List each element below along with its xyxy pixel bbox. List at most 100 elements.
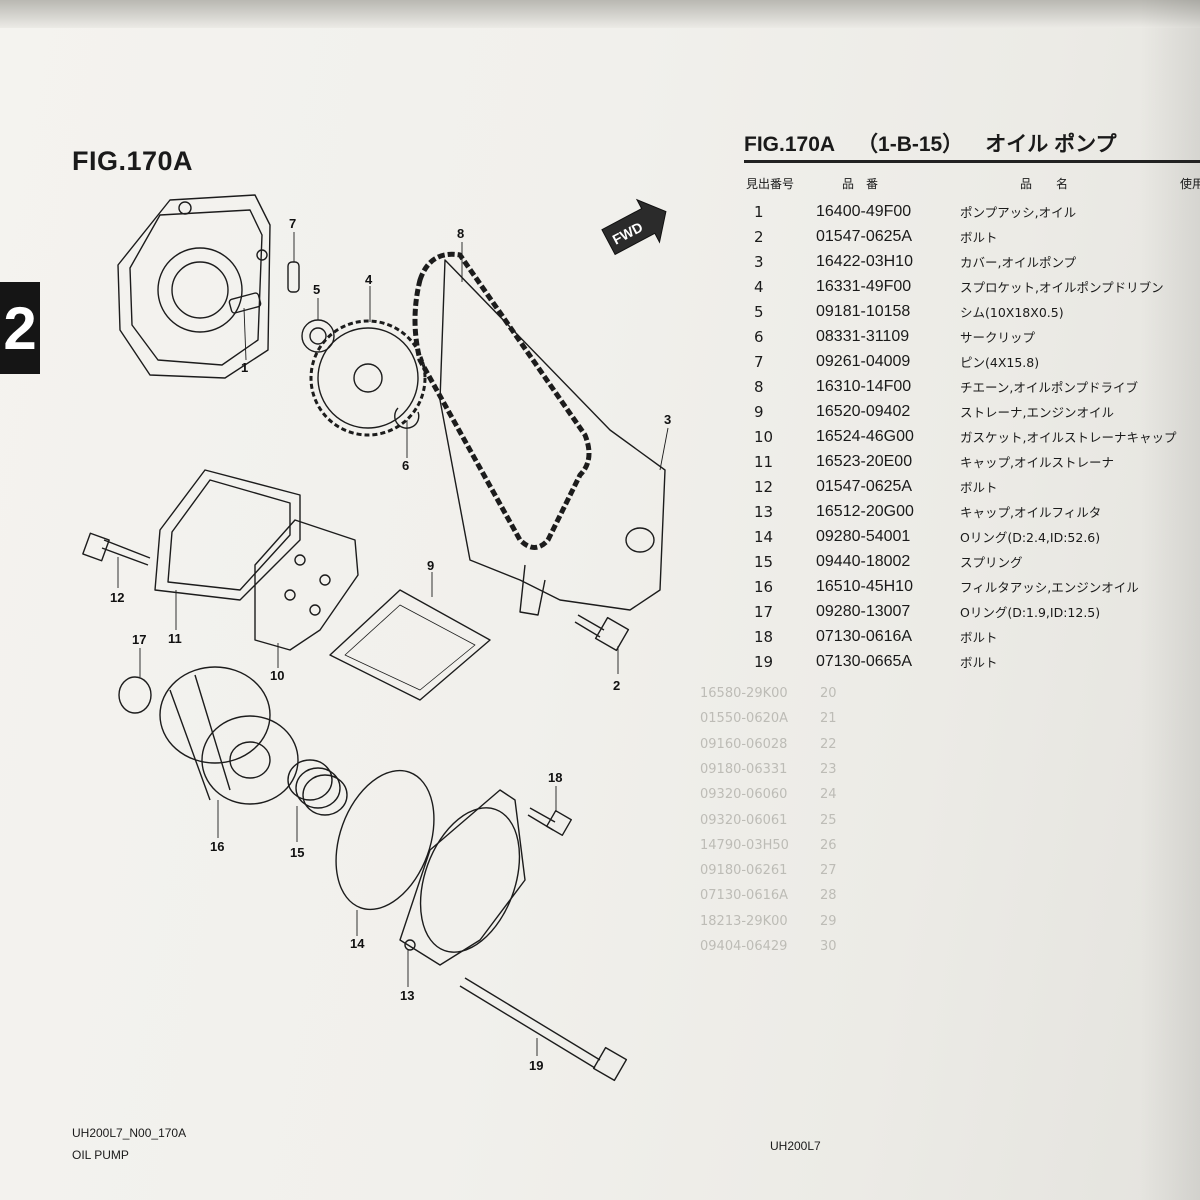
- part-description: Oリング(D:2.4,ID:52.6): [960, 530, 1101, 545]
- ghost-ref-number: 20: [820, 686, 837, 701]
- callout-8: 8: [457, 226, 464, 241]
- table-row: 7 09261-04009 ピン(4X15.8): [744, 349, 1176, 374]
- ref-number: 5: [754, 302, 764, 321]
- ghost-ref-number: 22: [820, 736, 837, 752]
- part-o-ring-small: [118, 676, 152, 714]
- part-number: 16331-49F00: [816, 277, 912, 295]
- table-row: 9 16520-09402 ストレーナ,エンジンオイル: [744, 399, 1176, 424]
- callout-1: 1: [241, 360, 248, 375]
- ref-number: 18: [754, 627, 774, 646]
- part-description: スプリング: [960, 555, 1023, 570]
- ghost-part-number: 09320-06061: [700, 812, 788, 828]
- part-description: ストレーナ,エンジンオイル: [960, 405, 1114, 420]
- ghost-ref-number: 28: [820, 888, 837, 904]
- ref-number: 1: [754, 202, 764, 221]
- ghost-part-number: 16580-29K00: [700, 686, 788, 701]
- ghost-part-number: 09180-06261: [700, 863, 788, 879]
- part-description: キャップ,オイルストレーナ: [960, 455, 1114, 470]
- part-number: 09440-18002: [816, 552, 911, 570]
- page-top-shadow: [0, 0, 1200, 28]
- col-head-description: 品 名: [1020, 177, 1069, 191]
- ghost-ref-number: 30: [820, 939, 837, 954]
- part-number: 16510-45H10: [816, 577, 913, 595]
- ref-number: 6: [754, 327, 764, 346]
- part-chain: [412, 251, 592, 550]
- part-bolt-18: [527, 807, 572, 836]
- part-description: フィルタアッシ,エンジンオイル: [960, 580, 1139, 595]
- ghost-ref-number: 29: [820, 913, 837, 929]
- ref-number: 16: [754, 577, 774, 596]
- callout-3: 3: [664, 412, 671, 427]
- callout-4: 4: [365, 272, 373, 287]
- part-description: ピン(4X15.8): [960, 355, 1040, 370]
- part-description: スプロケット,オイルポンプドリブン: [960, 280, 1164, 295]
- part-oil-pump-cover: [439, 259, 666, 616]
- ref-number: 7: [754, 352, 764, 371]
- header-title: オイル ポンプ: [985, 133, 1117, 156]
- ghost-ref-number: 26: [820, 837, 837, 853]
- part-o-ring-large: [335, 769, 435, 911]
- ghost-part-number: 01550-0620A: [700, 711, 789, 727]
- part-description: ポンプアッシ,オイル: [960, 205, 1077, 220]
- part-bolt-19: [459, 977, 628, 1082]
- ref-number: 11: [754, 452, 774, 471]
- part-description: カバー,オイルポンプ: [960, 255, 1077, 270]
- ghost-part-number: 09404-06429: [700, 939, 788, 954]
- table-row: 11 16523-20E00 キャップ,オイルストレーナ: [744, 449, 1176, 474]
- ghost-part-number: 09160-06028: [700, 736, 788, 752]
- callout-labels: 1 2 3 4 5 6 7 8 9 10 11 12 13 14 15 16 1…: [110, 216, 671, 1073]
- part-number: 16520-09402: [816, 402, 911, 420]
- ref-number: 9: [754, 402, 764, 421]
- ref-number: 3: [754, 252, 764, 271]
- part-number: 09261-04009: [816, 352, 911, 370]
- ghost-part-number: 18213-29K00: [700, 913, 788, 929]
- part-number: 09280-54001: [816, 527, 911, 545]
- part-number: 01547-0625A: [816, 227, 913, 245]
- callout-12: 12: [110, 590, 124, 605]
- ref-number: 2: [754, 227, 764, 246]
- callout-14: 14: [350, 936, 365, 951]
- callout-10: 10: [270, 668, 284, 683]
- part-pin: [287, 261, 300, 293]
- footer-model: UH200L7: [770, 1139, 821, 1153]
- section-header: FIG.170A（1-B-15）オイル ポンプ: [744, 128, 1138, 158]
- part-number: 09280-13007: [816, 602, 911, 620]
- ghost-ref-number: 24: [820, 787, 837, 803]
- part-oil-pump-assy: [117, 194, 271, 379]
- table-row: 2 01547-0625A ボルト: [744, 224, 1176, 249]
- part-description: シム(10X18X0.5): [960, 305, 1064, 320]
- part-description: ガスケット,オイルストレーナキャップ: [960, 430, 1177, 445]
- page-right-shadow: [1140, 0, 1200, 1200]
- part-description: ボルト: [960, 230, 998, 245]
- part-filter-cap: [399, 789, 526, 966]
- ghost-ref-number: 27: [820, 863, 837, 879]
- ref-number: 13: [754, 502, 774, 521]
- footer-name: OIL PUMP: [72, 1148, 129, 1162]
- callout-16: 16: [210, 839, 224, 854]
- part-number: 16523-20E00: [816, 452, 913, 470]
- callout-9: 9: [427, 558, 434, 573]
- ref-number: 14: [754, 527, 774, 546]
- part-number: 09181-10158: [816, 302, 911, 320]
- part-number: 07130-0616A: [816, 627, 913, 645]
- ref-number: 8: [754, 377, 764, 396]
- part-description: ボルト: [960, 480, 998, 495]
- fwd-arrow: FWD: [601, 198, 667, 256]
- col-head-usage: 使用: [1180, 177, 1200, 191]
- part-number: 16310-14F00: [816, 377, 912, 395]
- ghost-part-number: 09180-06331: [700, 761, 788, 777]
- callout-6: 6: [402, 458, 409, 473]
- chapter-tab: 2: [0, 282, 40, 374]
- header-group: （1-B-15）: [857, 133, 964, 156]
- part-gasket: [254, 519, 359, 651]
